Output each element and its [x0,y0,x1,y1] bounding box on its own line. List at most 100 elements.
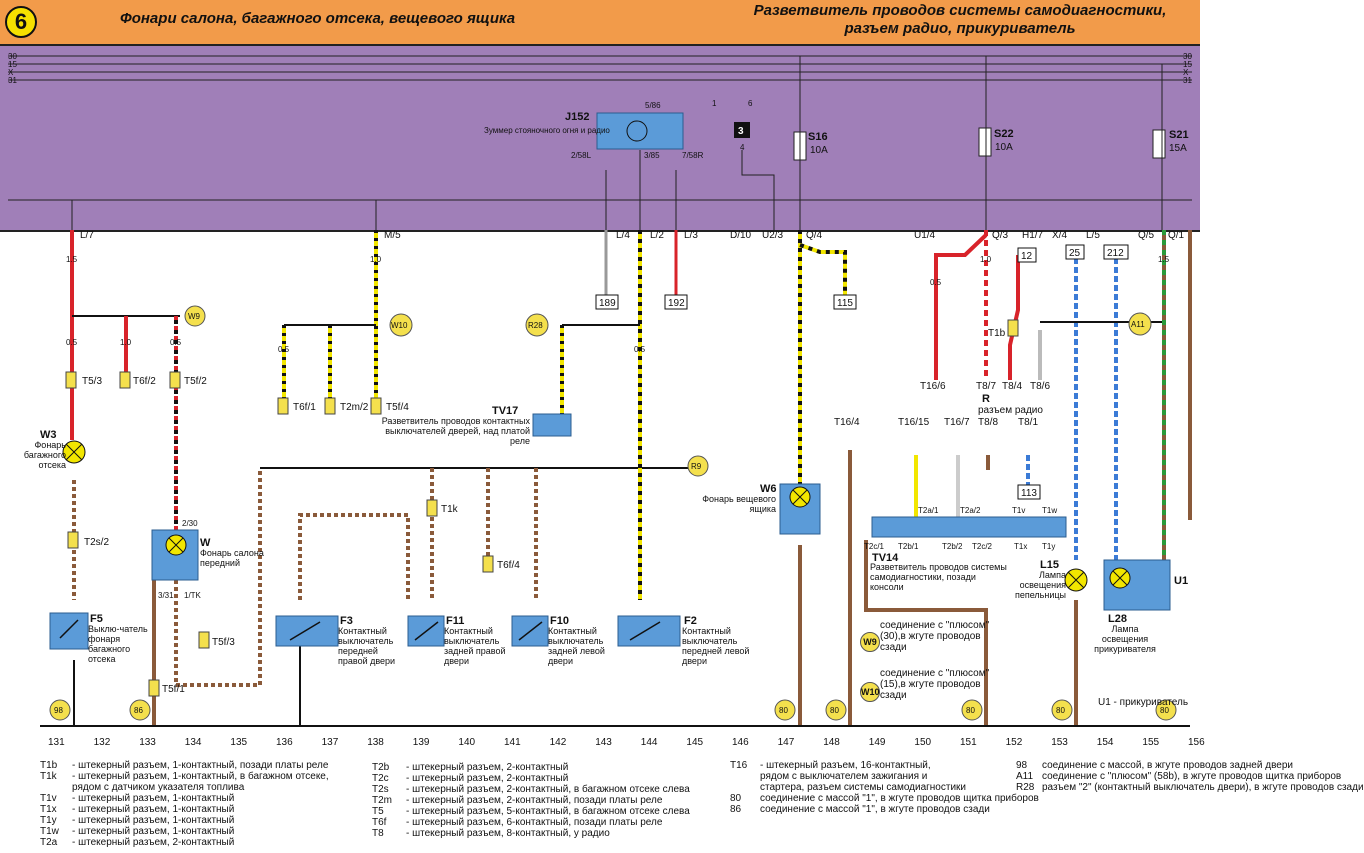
legend-value: - штекерный разъем, 1-контактный [72,804,235,815]
tag-t5f-1: T5f/1 [162,684,185,695]
box-25: 25 [1069,248,1081,259]
legend-key: T1b [40,760,58,771]
f2-id: F2 [684,615,697,627]
f2-desc: Контактный выключатель передней левой дв… [682,626,750,666]
gauge-2: 0.5 [66,338,78,347]
legend-row: T1k - штекерный разъем, 1-контактный, в б… [40,771,340,782]
legend-row: T16- штекерный разъем, 16-контактный, [730,760,990,771]
relay-3-id: 3 [738,126,744,137]
radio-r: R разъем радио [978,393,1043,416]
tag-t2m-2: T2m/2 [340,402,369,413]
f11-desc: Контактный выключатель задней правой две… [444,626,506,666]
l15-id: L15 [1040,559,1059,571]
legend-row: рядом с выключателем зажигания и [730,771,990,782]
lamp-l15: L15 [1040,559,1088,592]
fuse-s21-id: S21 [1169,129,1189,141]
gauge-4: 0.5 [170,338,182,347]
legend-key: T16 [730,760,748,771]
bus-label-30: 30 [8,52,17,61]
fuses: S16 10A S22 10A S21 15A [793,127,1189,161]
relay-3: 3 4 [734,122,750,152]
legend-value: соединение с массой, в жгуте проводов за… [1042,760,1293,771]
pin-t16-4: T16/4 [834,417,860,428]
splitter-tv14: T2a/1 T2a/2 T1v T1w T2c/1 T2b/1 T2b/2 T2… [864,506,1067,564]
ruler-col-147: 147 [778,737,795,748]
legend-value: - штекерный разъем, 1-контактный, позади… [72,760,329,771]
gauge-7: 0.5 [634,345,646,354]
u1-desc: U1 - прикуриватель [1098,697,1188,708]
pin-t16-6: T16/6 [920,381,946,392]
tv14-pin-t1x: T1x [1014,542,1027,551]
ruler-col-141: 141 [504,737,521,748]
legend-value: - штекерный разъем, 1-контактный [72,793,235,804]
tv14-pin-t1y: T1y [1042,542,1055,551]
j152-pin-5-86: 5/86 [645,101,661,110]
tv17-id: TV17 [492,405,518,417]
w-desc: Фонарь салона передний [200,548,264,568]
legend-row: T2a- штекерный разъем, 2-контактный [40,837,340,848]
legend-key: T1k [40,771,57,782]
conn-l5: L/5 [1086,230,1100,241]
tv14-pin-t1w: T1w [1042,506,1057,515]
legend-key: 98 [1016,760,1028,771]
legend-key: R28 [1016,782,1035,793]
ref-r28: R28 [528,321,543,330]
bus-label-x-right: X [1183,68,1189,77]
legend-key: T2c [372,773,389,784]
legend-row: рядом с датчиком указателя топлива [40,782,340,793]
j152-pin-2-58l: 2/58L [571,151,592,160]
title-left: Фонари салона, багажного отсека, вещевог… [120,10,516,27]
tag-t1b: T1b [988,328,1006,339]
tv14-pin-t2a1: T2a/1 [918,506,939,515]
legend-row: T2s- штекерный разъем, 2-контактный, в б… [372,784,732,795]
gauge-10: 0.5 [930,278,942,287]
box-212: 212 [1107,248,1124,259]
ruler-col-143: 143 [595,737,612,748]
legend-value: - штекерный разъем, 2-контактный [406,762,569,773]
ref-80-b: 80 [830,706,839,715]
legend-row: T6f- штекерный разъем, 6-контактный, поз… [372,817,732,828]
ruler-col-135: 135 [230,737,247,748]
ruler-col-153: 153 [1051,737,1068,748]
title-right: Разветвитель проводов системы самодиагно… [753,2,1167,37]
f10-desc: Контактный выключатель задней левой двер… [548,626,605,666]
bus-label-15: 15 [8,60,17,69]
ref-80-a: 80 [779,706,788,715]
conn-x4: X/4 [1052,230,1067,241]
tag-t5-3: T5/3 [82,376,102,387]
tv14-pin-t2c2: T2c/2 [972,542,993,551]
gauge-5: 1.0 [370,255,382,264]
ruler-col-152: 152 [1006,737,1023,748]
legend-value: - штекерный разъем, 6-контактный, позади… [406,817,663,828]
conn-q3: Q/3 [992,230,1009,241]
switch-f5: F5 [49,612,103,650]
ruler-col-133: 133 [139,737,156,748]
page-number-badge: 6 [5,6,37,38]
ref-80-d: 80 [1056,706,1065,715]
legend-value: - штекерный разъем, 1-контактный, в бага… [72,771,329,782]
u1-id: U1 [1174,575,1188,587]
fuse-s16-rating: 10A [810,145,828,156]
fuse-s22-id: S22 [994,128,1014,140]
legend-value: - штекерный разъем, 2-контактный, позади… [406,795,663,806]
legend-value: соединение с массой "1", в жгуте проводо… [760,804,990,815]
pin-t8-8: T8/8 [978,417,998,428]
conn-u1-4: U1/4 [914,230,936,241]
legend-row: T2b- штекерный разъем, 2-контактный [372,762,732,773]
legend-value: рядом с датчиком указателя топлива [72,782,245,793]
ruler-col-131: 131 [48,737,65,748]
ruler-col-155: 155 [1142,737,1159,748]
pin-t16-7: T16/7 [944,417,970,428]
switch-f11: F11 [407,615,464,647]
ruler-col-144: 144 [641,737,658,748]
ref-a11: A11 [1131,320,1145,329]
legend-key: T1y [40,815,57,826]
legend-key: T5 [372,806,384,817]
numbered-boxes: 189 192 115 12 25 212 113 [595,244,1129,500]
box-189: 189 [599,298,616,309]
legend-row: T1y- штекерный разъем, 1-контактный [40,815,340,826]
fuse-s21 [1152,129,1166,159]
